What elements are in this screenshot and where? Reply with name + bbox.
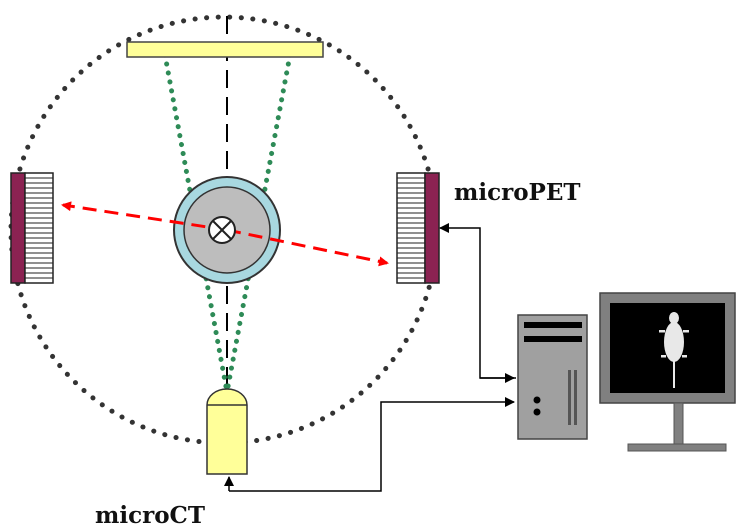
pet-detector-left: [10, 172, 54, 284]
ct-xray-source: [206, 388, 248, 475]
microct-label: microCT: [95, 502, 205, 527]
micropet-label: microPET: [454, 179, 580, 206]
pet-detector-right: [396, 172, 440, 284]
ct-data-cable: [229, 397, 515, 492]
crossed-circle-icon: [208, 216, 236, 244]
mouse-image-icon: [659, 312, 689, 388]
pet-data-cable: [439, 223, 516, 379]
desktop-computer-icon: [517, 314, 588, 440]
ct-detector-panel: [126, 41, 324, 58]
annihilation-photon-line: [61, 201, 389, 267]
monitor-icon: [599, 292, 736, 452]
